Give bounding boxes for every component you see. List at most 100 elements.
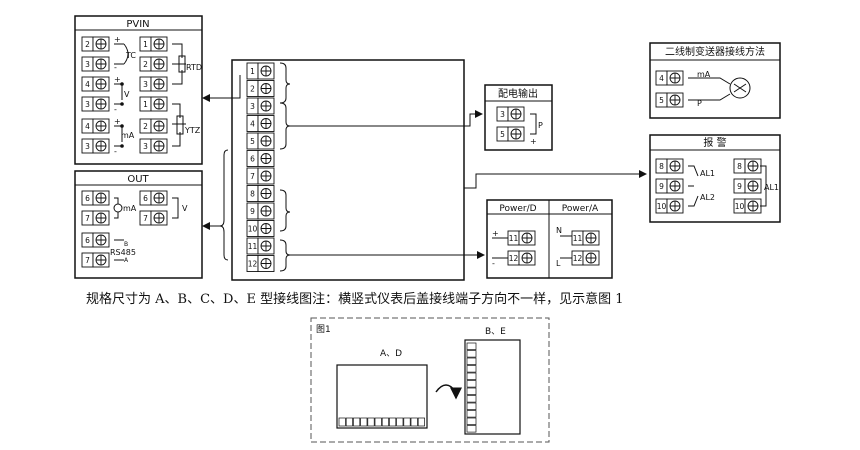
mini-terminal [381,417,389,427]
screw-cross-icon [261,223,271,234]
power-d-title: Power/D [499,204,536,214]
arrow-to-alarm [464,170,647,189]
brace-11-12 [279,239,291,272]
pvin-ma-label: mA [121,131,135,140]
mini-terminal [466,357,477,365]
screw-cross-icon [261,171,271,181]
v-node-top [120,82,124,86]
v-node-bottom [120,102,124,106]
v-wire [114,83,123,105]
mini-terminal [466,380,477,388]
terminal-number: 3 [85,142,90,151]
screw-cross-icon [96,193,106,203]
ma-node-bottom [120,144,124,148]
terminal: 3 [81,96,110,112]
terminal-number: 4 [659,74,664,83]
power-output-wire [530,113,537,135]
screw-cross-icon [511,129,521,139]
two-wire-ma-label: mA [697,70,711,79]
terminal-number: 6 [143,194,148,203]
rs485-a-label: A [124,257,129,264]
center-terminal: 5 [246,132,275,150]
figure-horizontal-terminals [338,417,425,427]
mini-terminal [353,417,361,427]
terminal: 10 [733,198,762,214]
terminal-number: 11 [573,234,583,243]
arrow-to-pvin [202,75,241,102]
center-terminal: 8 [246,185,275,202]
power-d-wire [492,237,508,259]
terminal: 2 [81,36,110,52]
screw-cross-icon [96,141,106,151]
terminal: 9 [733,178,762,194]
center-terminal: 6 [246,150,275,167]
ytz-resistor [176,115,184,135]
screw-cross-icon [670,95,680,105]
out-v-label: V [182,204,188,213]
terminal: 7 [139,210,168,226]
terminal: 2 [139,118,168,134]
screw-cross-icon [261,136,271,146]
terminal: 12 [507,250,536,266]
screw-cross-icon [96,59,106,69]
alarm-al2-label: AL2 [700,193,715,202]
figure-be-label: B、E [485,327,506,337]
figure-vertical-meter [464,339,521,435]
terminal-number: 5 [500,130,505,139]
rs485-b-label: B [124,241,128,248]
terminal: 11 [571,230,600,246]
center-terminal: 3 [246,97,275,115]
terminal-number: 3 [500,110,505,119]
terminal-number: 8 [659,162,664,171]
screw-cross-icon [511,109,521,119]
brace-3-5 [279,102,291,150]
center-terminal: 10 [246,220,275,237]
terminal-number: 9 [659,182,664,191]
pvin-v-label: V [124,90,130,99]
center-terminal: 9 [246,202,275,220]
mini-terminal [360,417,368,427]
terminal: 4 [655,70,684,86]
mini-terminal [466,372,477,380]
terminal: 7 [81,252,110,268]
power-a-wire [560,235,572,259]
screw-cross-icon [261,206,271,216]
two-wire-frame [649,42,781,119]
pvin-tc-label: TC [125,51,136,60]
terminal-number: 8 [737,162,742,171]
mini-terminal [338,417,346,427]
terminal: 3 [81,56,110,72]
terminal-number: 11 [509,234,519,243]
terminal: 3 [81,138,110,154]
mini-terminal [466,402,477,410]
screw-cross-icon [96,99,106,109]
terminal-number: 2 [85,40,90,49]
power-a-title: Power/A [562,204,599,214]
screw-cross-icon [154,193,164,203]
ma-node-top [120,124,124,128]
mini-terminal [389,417,397,427]
mini-terminal [396,417,404,427]
alarm-title: 报 警 [703,136,726,149]
screw-cross-icon [96,213,106,223]
out-ma-meter [113,203,123,213]
terminal: 2 [139,56,168,72]
center-terminal: 2 [246,80,275,97]
terminal: 5 [496,126,525,142]
terminal-number: 9 [737,182,742,191]
power-l-label: L [556,259,561,268]
terminal-number: 9 [250,207,255,216]
screw-cross-icon [261,101,271,111]
brace-8-10 [279,189,291,232]
terminal: 6 [81,232,110,248]
terminal-number: 6 [85,236,90,245]
terminal: 1 [139,36,168,52]
screw-cross-icon [522,233,532,243]
alarm-al1-right-label: AL1 [764,183,779,192]
power-d-minus-sign: - [492,259,495,268]
